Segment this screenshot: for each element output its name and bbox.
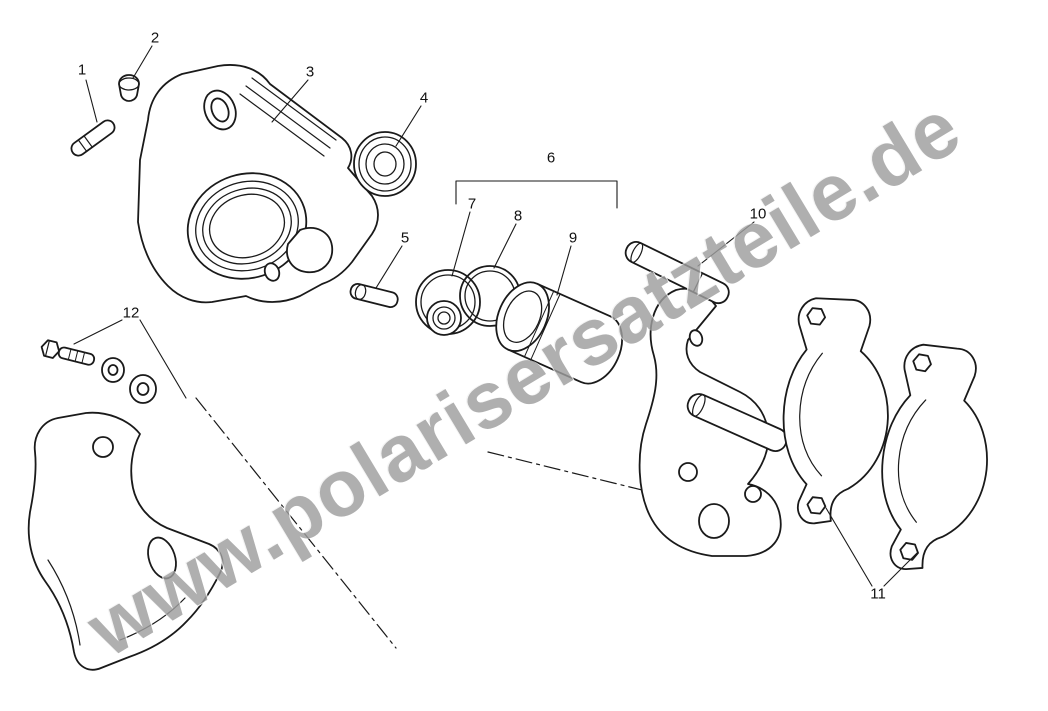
callout-10: 10 (749, 205, 767, 223)
callout-1: 1 (77, 61, 87, 79)
dust-seal-4 (353, 131, 417, 197)
callout-11: 11 (870, 585, 886, 603)
alignment-centerlines (195, 397, 651, 649)
callout-8: 8 (513, 207, 523, 225)
piston-9 (495, 281, 623, 385)
washer-small-12 (101, 357, 125, 383)
mounting-bracket-lower (27, 411, 224, 671)
washer-large-12 (129, 374, 157, 404)
brake-pad-right (881, 343, 988, 571)
callout-12: 12 (122, 304, 140, 322)
callout-leader-lines (73, 45, 919, 587)
caliper-body (137, 64, 379, 304)
callout-7: 7 (467, 195, 477, 213)
plug-2 (118, 74, 140, 102)
seal-spring-7 (415, 269, 481, 336)
callout-6: 6 (546, 149, 556, 167)
mount-pin-10 (624, 241, 730, 305)
pin-1 (70, 119, 116, 157)
callout-3: 3 (305, 63, 315, 81)
callout-2: 2 (150, 29, 160, 47)
pin-5 (349, 283, 399, 309)
brake-pad-left (782, 297, 889, 525)
callout-5: 5 (400, 229, 410, 247)
callout-4: 4 (419, 89, 429, 107)
bolt-12 (40, 339, 96, 366)
callout-9: 9 (568, 229, 578, 247)
